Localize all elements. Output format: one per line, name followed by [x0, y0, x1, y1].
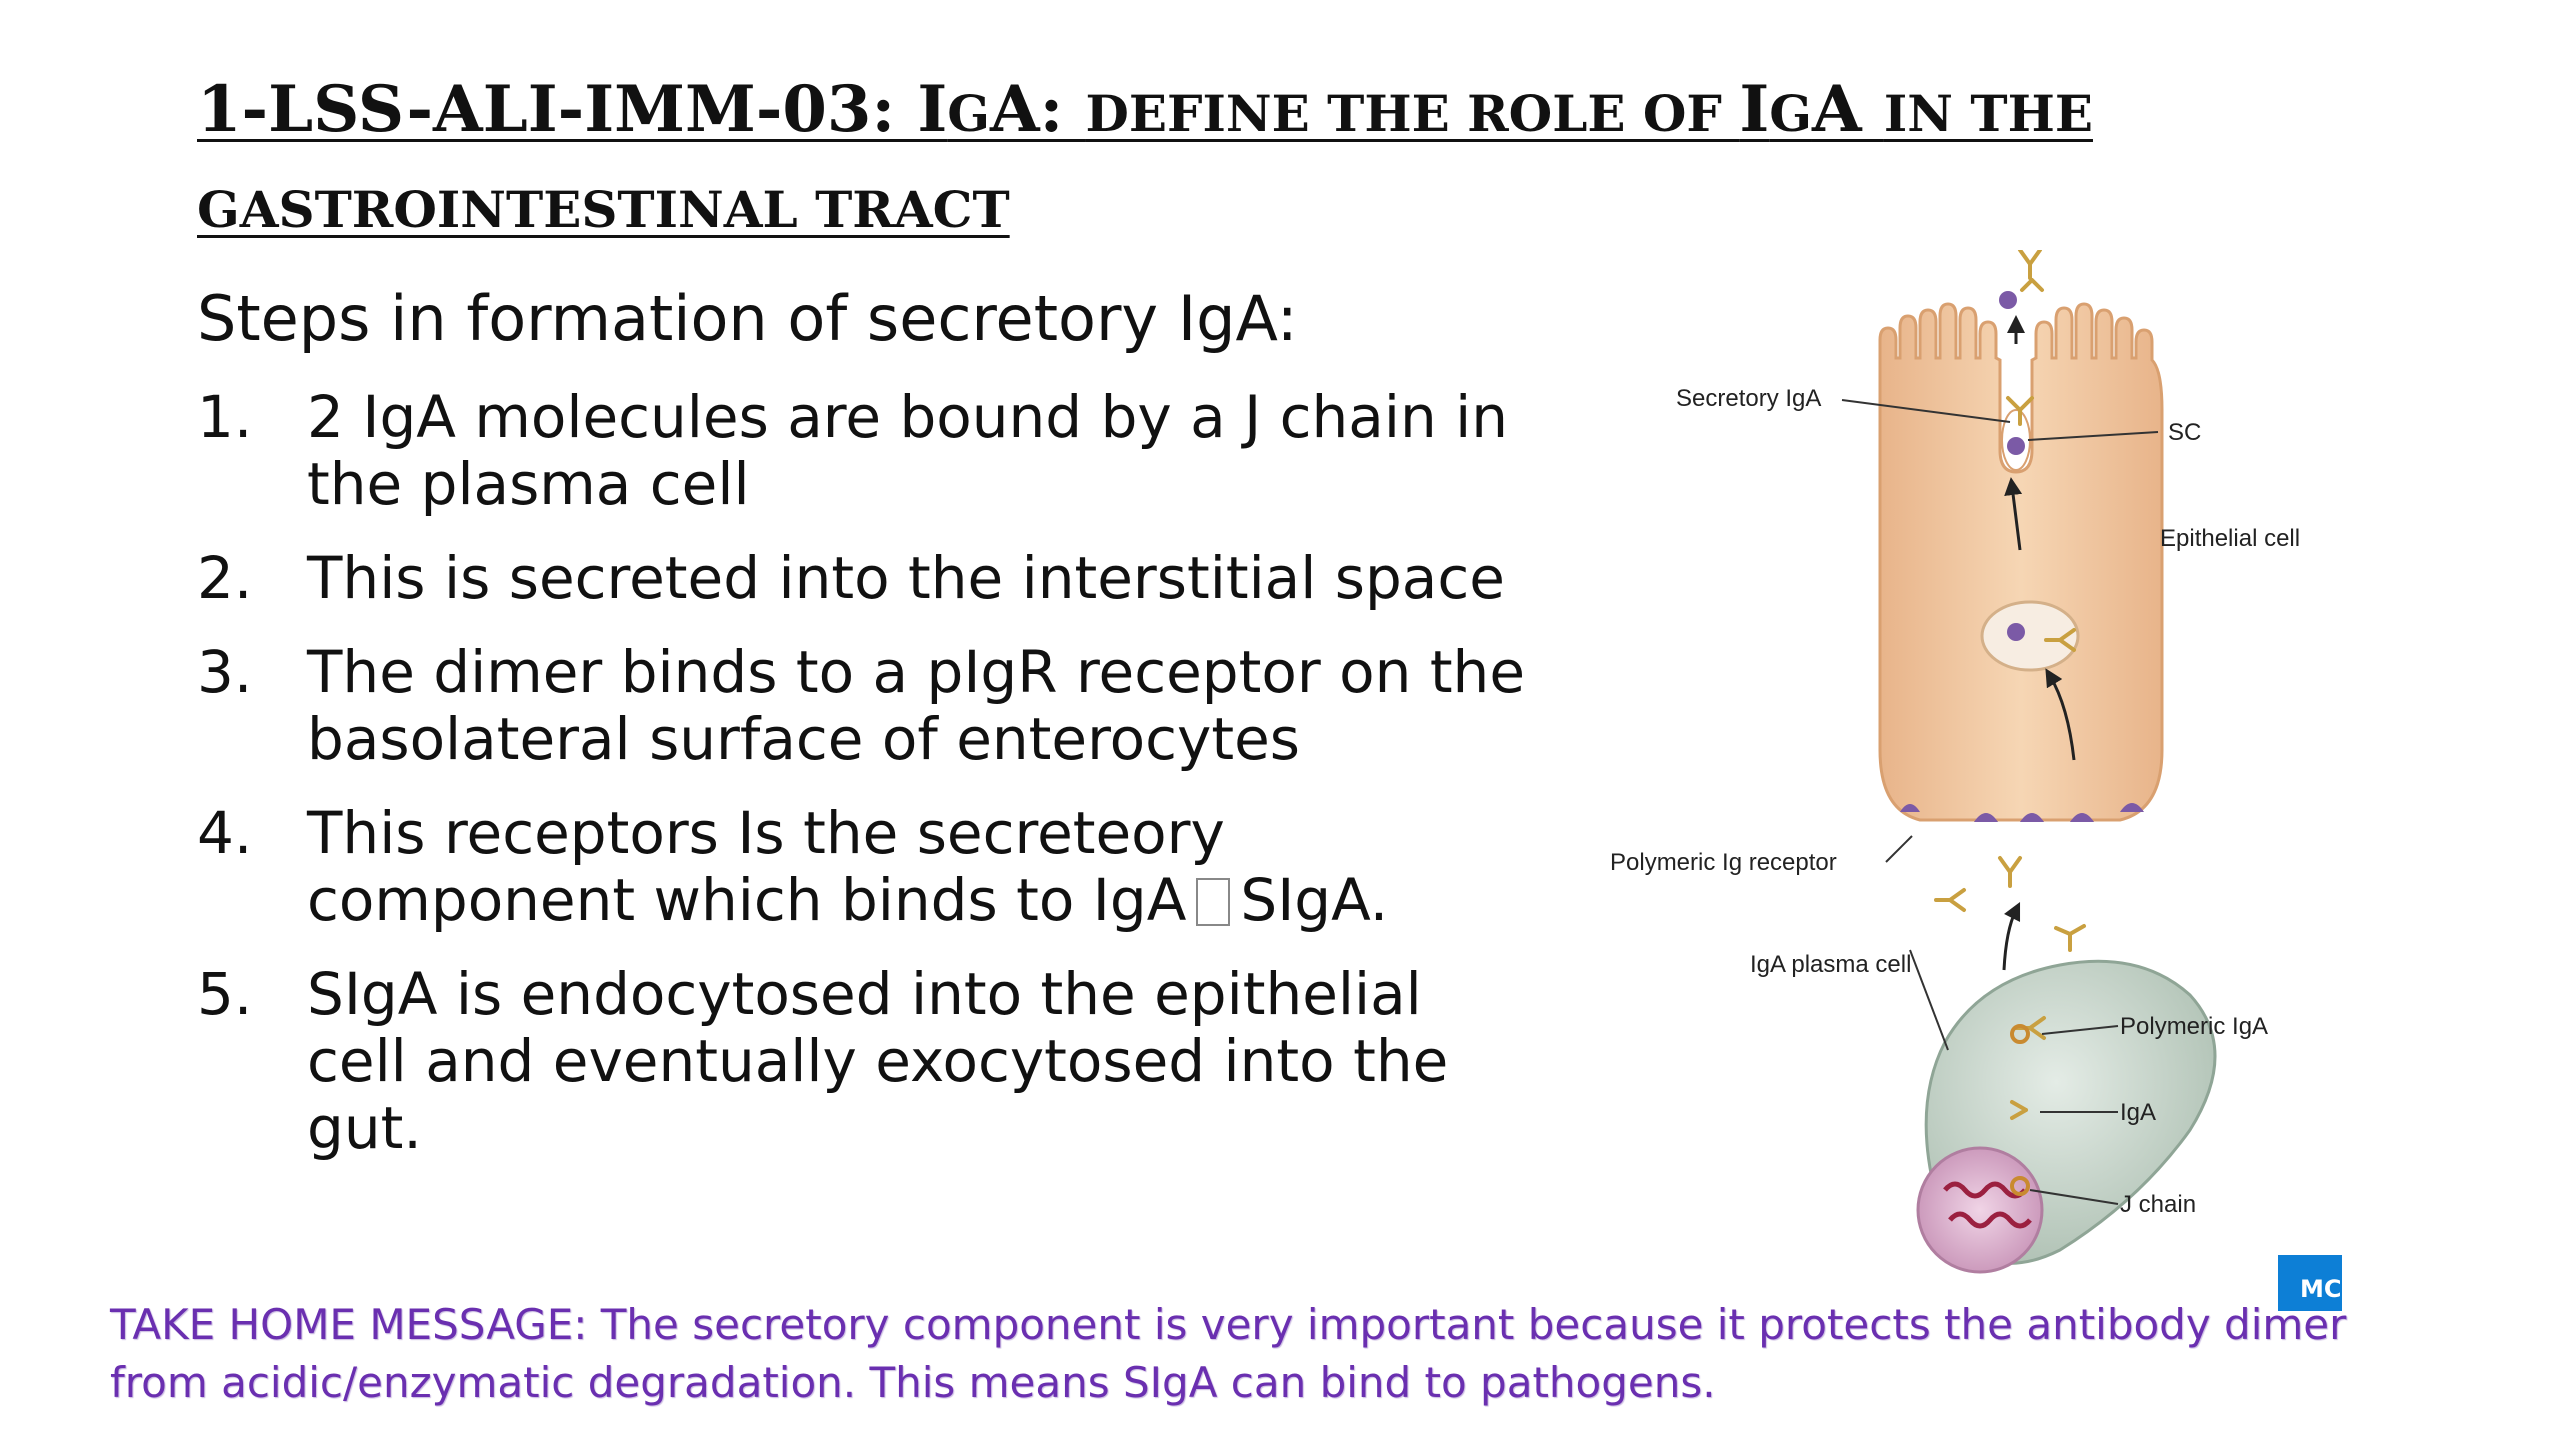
step-text: This is secreted into the interstitial s… [307, 544, 1505, 612]
siga-transport-diagram: Secretory IgA SC Epithelial cell Polymer… [1610, 250, 2300, 1274]
secretory-component-dots [1999, 291, 2025, 641]
step-text-after: SIgA. [1240, 866, 1389, 934]
title-segment: A: [989, 72, 1086, 147]
title-segment: IN THE GASTROINTESTINAL TRACT [197, 84, 2093, 239]
title-segment: I [1739, 72, 1770, 147]
step-item: 3. The dimer binds to a pIgR receptor on… [197, 639, 1527, 773]
epithelial-cell [1878, 302, 2164, 822]
label-secretory-iga: Secretory IgA [1676, 385, 1821, 412]
label-leader-lines [1841, 399, 2159, 1205]
step-text: The dimer binds to a pIgR receptor on th… [307, 638, 1525, 773]
step-item: 2. This is secreted into the interstitia… [197, 545, 1527, 612]
take-home-message: TAKE HOME MESSAGE: The secretory compone… [110, 1300, 2347, 1407]
label-j-chain: J chain [2120, 1191, 2196, 1218]
title-segment: DEFINE THE ROLE OF [1085, 84, 1740, 143]
title-segment: 1-LSS-ALI-IMM-03: I [197, 72, 948, 147]
title-segment: G [1769, 84, 1812, 143]
missing-arrow-glyph-icon [1196, 878, 1231, 926]
steps-list: 1. 2 IgA molecules are bound by a J chai… [197, 384, 1527, 1189]
polymeric-ig-receptors [1900, 803, 2144, 822]
step-item: 4. This receptors Is the secreteory comp… [197, 800, 1527, 934]
steps-heading: Steps in formation of secretory IgA: [197, 282, 1298, 355]
step-number: 2. [197, 544, 253, 612]
step-text: This receptors Is the secreteory compone… [307, 800, 1527, 934]
slide-title: 1-LSS-ALI-IMM-03: IGA: DEFINE THE ROLE O… [197, 68, 2097, 264]
step-text-before: This receptors Is the secreteory compone… [307, 799, 1225, 934]
label-epithelial-cell: Epithelial cell [2160, 525, 2300, 552]
step-text: SIgA is endocytosed into the epithelial … [307, 960, 1449, 1162]
title-segment: A [1811, 72, 1884, 147]
diagram-labels: Secretory IgA SC Epithelial cell Polymer… [1610, 385, 2300, 1218]
step-item: 5. SIgA is endocytosed into the epitheli… [197, 961, 1527, 1162]
step-number: 1. [197, 383, 253, 451]
label-iga-plasma-cell: IgA plasma cell [1750, 951, 1911, 978]
step-text: 2 IgA molecules are bound by a J chain i… [307, 383, 1509, 518]
step-number: 5. [197, 960, 253, 1028]
iga-molecules [1934, 250, 2086, 1120]
transport-arrows [2002, 315, 2076, 971]
step-number: 3. [197, 638, 253, 706]
step-number: 4. [197, 799, 253, 867]
label-iga: IgA [2120, 1099, 2156, 1126]
step-item: 1. 2 IgA molecules are bound by a J chai… [197, 384, 1527, 518]
title-segment: G [947, 84, 990, 143]
label-sc: SC [2168, 419, 2201, 446]
corner-badge: MC [2278, 1255, 2342, 1311]
label-polymeric-iga: Polymeric IgA [2120, 1013, 2268, 1040]
j-chain-markers [2010, 1024, 2030, 1196]
label-polymeric-ig-receptor: Polymeric Ig receptor [1610, 849, 1837, 876]
iga-plasma-cell [1916, 959, 2217, 1274]
